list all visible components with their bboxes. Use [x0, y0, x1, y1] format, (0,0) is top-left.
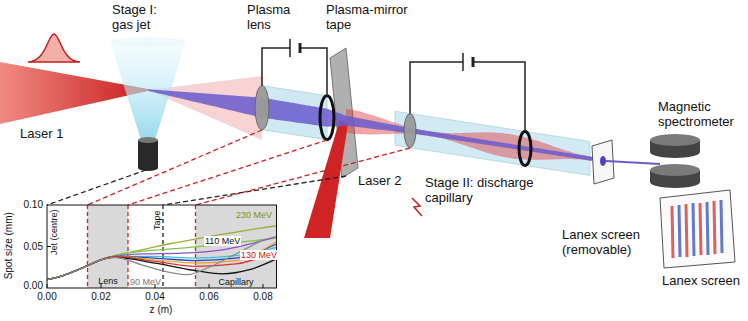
electrode [519, 131, 531, 165]
spectrum-trace [721, 200, 722, 253]
region-label: Tape [152, 210, 162, 230]
gas-nozzle [138, 137, 158, 143]
laser-label: Laser 1 [20, 127, 63, 142]
part-label: Magnetic spectrometer [658, 100, 744, 130]
part-label: Lanex screen [662, 274, 740, 289]
projection-line [47, 170, 146, 205]
axis-title: Spot size (mm) [3, 212, 15, 279]
wire [410, 62, 525, 131]
axis-title: z (m) [150, 304, 173, 316]
laser-beam [304, 119, 348, 238]
spectrum-trace [693, 203, 694, 256]
tick-mark [263, 284, 264, 288]
electrode [255, 86, 269, 130]
gas-plume [110, 42, 186, 140]
region-label: Jet (centre) [49, 209, 59, 255]
tick-mark [47, 284, 48, 288]
gas-plume-top [110, 37, 186, 47]
spectrum-trace [714, 201, 715, 254]
curve-label: 130 MeV [240, 250, 278, 260]
spectrum-trace [700, 203, 701, 255]
region-label: Capillary [218, 277, 253, 287]
battery-symbol [299, 43, 302, 53]
curve-label: 90 MeV [130, 277, 161, 287]
projection-line [163, 176, 346, 205]
region-boundary [127, 205, 128, 288]
region-label: Lens [98, 276, 118, 286]
battery-symbol [289, 39, 291, 57]
axis-ticks [47, 247, 263, 289]
part-label: Plasma lens [247, 3, 299, 33]
axis-tick-label: 0.05 [24, 241, 43, 253]
electrode [404, 114, 416, 148]
plot-area [47, 205, 277, 288]
stage-label: Stage I: gas jet [112, 3, 174, 33]
spectrum-trace [686, 204, 687, 257]
lanex-screen [660, 190, 735, 268]
magnet [650, 164, 700, 176]
spot-size-curve [47, 242, 277, 280]
wire [262, 48, 327, 96]
axis-tick-label: 0.00 [37, 291, 56, 303]
magnet [650, 176, 700, 188]
beam-spot [600, 156, 606, 166]
magnet [650, 146, 700, 158]
gas-nozzle [138, 140, 158, 168]
axis-tick-label: 0.00 [24, 280, 43, 292]
laser-pulse [28, 34, 80, 62]
electrode [320, 96, 334, 140]
region-boundary [87, 205, 88, 288]
spectrum-trace [672, 206, 673, 258]
region-boundary [162, 205, 163, 288]
part-label: Plasma-mirror tape [326, 3, 422, 33]
spectrum-trace [679, 205, 680, 257]
battery-symbol [462, 53, 464, 71]
curve-label: 110 MeV [204, 236, 241, 246]
region-shade [196, 205, 277, 288]
part-label: Lanex screen (removable) [562, 228, 652, 258]
axis-tick-label: 0.08 [253, 291, 272, 303]
stage-label: Stage II: discharge capillary [425, 176, 545, 206]
projection-line [196, 148, 411, 205]
curve-label: 230 MeV [236, 210, 272, 220]
spectrum-traces [672, 200, 722, 258]
tick-mark [209, 284, 210, 288]
laser-symbol [412, 198, 422, 216]
magnet [650, 134, 700, 146]
gas-nozzle [138, 165, 158, 171]
plot-frame [47, 205, 277, 288]
spectrum-trace [707, 202, 708, 255]
electron-beam [606, 161, 660, 164]
laser-label: Laser 2 [358, 174, 401, 189]
battery-symbol [472, 57, 475, 67]
axis-tick-label: 0.02 [91, 291, 110, 303]
axis-tick-label: 0.06 [199, 291, 218, 303]
axis-tick-label: 0.10 [24, 199, 43, 211]
region-shade [88, 205, 129, 288]
axis-tick-label: 0.04 [145, 291, 164, 303]
